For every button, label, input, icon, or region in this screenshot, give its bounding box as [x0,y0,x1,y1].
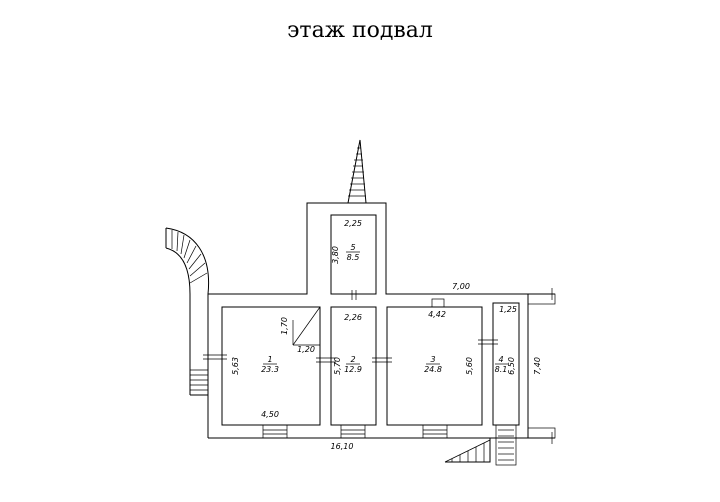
dim-1-20: 1,20 [297,345,315,354]
room-5-number: 5 [350,243,355,252]
room-2-area: 12.9 [344,365,362,374]
dim-2-25: 2,25 [344,219,362,228]
dim-5-63: 5,63 [231,357,240,375]
outer-walls [207,202,555,444]
dim-4-50: 4,50 [261,410,279,419]
dim-16-10: 16,10 [331,442,354,451]
bottom-stairs [444,424,517,466]
room-5-area: 8.5 [347,253,360,262]
plan-title: этаж подвал [287,18,433,43]
room-4-number: 4 [498,355,503,364]
dim-6-50: 6,50 [507,357,516,375]
room-3-area: 24.8 [424,365,442,374]
dim-1-25: 1,25 [499,305,517,314]
door-marks [203,290,498,363]
dim-7-40: 7,40 [533,357,542,375]
room-1-area: 23.3 [261,365,279,374]
room-2-number: 2 [350,355,355,364]
windows [262,293,556,439]
dim-5-60: 5,60 [465,357,474,375]
left-curved-stairs [165,227,210,396]
dim-2-26: 2,26 [344,313,362,322]
dim-7-00: 7,00 [452,282,470,291]
dim-1-70: 1,70 [280,317,289,335]
room-3-number: 3 [430,355,435,364]
room-1-number: 1 [267,355,272,364]
top-stairs [347,139,367,204]
room-5 [330,214,377,295]
room-4-area: 8.1 [495,365,508,374]
dim-5-70: 5,70 [333,357,342,375]
dim-3-80: 3,80 [331,246,340,264]
dim-4-42: 4,42 [428,310,446,319]
